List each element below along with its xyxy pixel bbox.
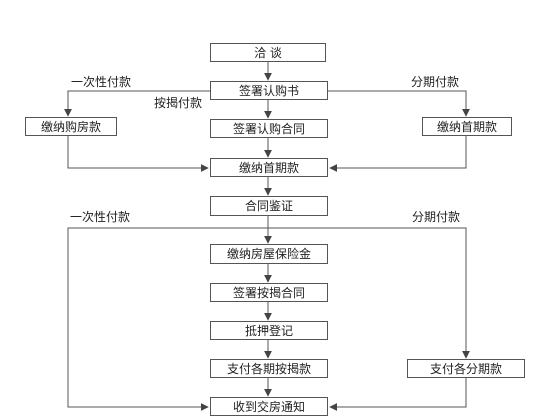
connector-lump-sum-top [64,90,210,117]
side-pay-installments: 支付各分期款 [407,359,525,378]
step-pay-mortgage-installments: 支付各期按揭款 [210,359,328,378]
connector-full-price-to-first-installment [67,136,209,172]
step-pay-house-insurance: 缴纳房屋保险金 [210,244,328,264]
label-lump-sum-bottom: 一次性付款 [70,210,131,224]
side-pay-first-installment: 缴纳首期款 [422,117,512,136]
connector-lump-sum-bottom [67,227,268,411]
side-pay-full-price: 缴纳购房款 [25,117,117,136]
step-sign-mortgage-contract: 签署按揭合同 [210,283,328,302]
connector-installment-top [328,90,470,117]
step-pay-first-installment: 缴纳首期款 [210,158,328,177]
step-sign-purchase-contract: 签署认购合同 [210,119,328,138]
connector-installment-bottom [268,227,470,359]
connector-installments-to-handover [329,378,467,411]
connector-right-first-installment-merge [329,136,467,172]
step-negotiate: 洽 谈 [210,43,326,62]
step-contract-notarization: 合同鉴证 [210,196,328,216]
label-mortgage: 按揭付款 [154,96,203,110]
step-sign-subscription: 签署认购书 [210,81,328,100]
label-installment-bottom: 分期付款 [412,210,461,224]
step-receive-handover-notice: 收到交房通知 [210,397,328,416]
label-lump-sum-top: 一次性付款 [71,75,132,89]
step-mortgage-registration: 抵押登记 [210,321,328,340]
label-installment-top: 分期付款 [411,75,460,89]
